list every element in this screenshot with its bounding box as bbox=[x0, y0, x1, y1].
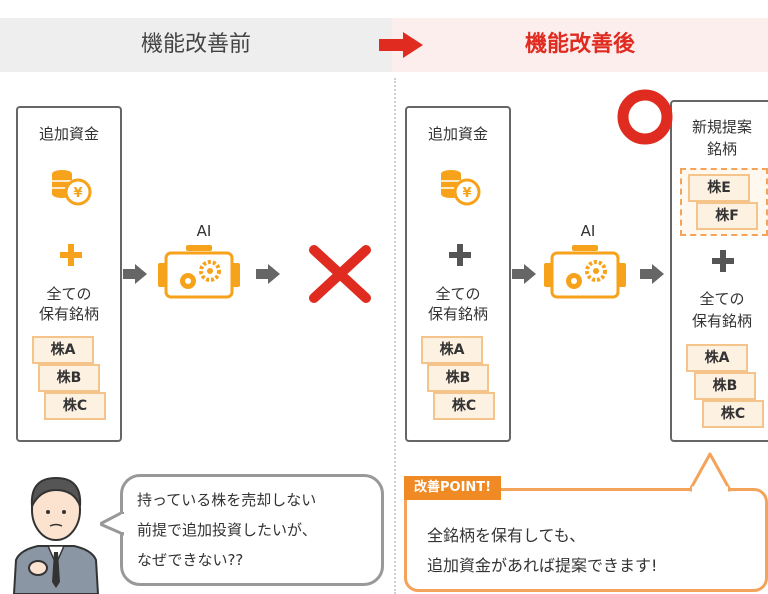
panel-title: 追加資金 bbox=[38, 125, 99, 143]
bubble-tail bbox=[100, 512, 124, 536]
businessman-icon bbox=[12, 476, 100, 594]
circle-ok-icon bbox=[617, 89, 673, 145]
stock-c: 株C bbox=[44, 392, 106, 420]
header-before-title: 機能改善前 bbox=[140, 32, 251, 57]
question-text: 持っている株を売却しない 前提で追加投資したいが、 なぜできない?? bbox=[137, 491, 317, 569]
ai-label: AI bbox=[196, 222, 212, 240]
stock-a: 株A bbox=[32, 336, 94, 364]
stock-b: 株B bbox=[694, 372, 756, 400]
stock-b: 株B bbox=[427, 364, 489, 392]
plus-icon bbox=[60, 244, 82, 266]
plus-icon bbox=[449, 244, 471, 266]
svg-text:¥: ¥ bbox=[73, 186, 82, 201]
stock-c: 株C bbox=[702, 400, 764, 428]
result-panel: 新規提案 銘柄 株E 株F 全ての 保有銘柄 株A 株B 株C bbox=[670, 100, 768, 442]
stock-a: 株A bbox=[421, 336, 483, 364]
stock-f: 株F bbox=[696, 202, 758, 230]
panel-after: 追加資金 ¥ 全ての 保有銘柄 株A 株B 株C bbox=[405, 106, 511, 442]
header-after: 機能改善後 bbox=[392, 18, 768, 72]
header-before: 機能改善前 bbox=[0, 18, 392, 72]
all-holdings-label: 全ての 保有銘柄 bbox=[38, 285, 99, 323]
stock-c: 株C bbox=[433, 392, 495, 420]
point-label: 改善POINT! bbox=[404, 476, 502, 500]
gray-arrow-icon bbox=[256, 264, 280, 284]
new-proposal-title: 新規提案 銘柄 bbox=[691, 118, 752, 158]
question-bubble: 持っている株を売却しない 前提で追加投資したいが、 なぜできない?? bbox=[120, 474, 384, 586]
plus-icon bbox=[712, 250, 734, 272]
ai-gear-icon bbox=[544, 245, 626, 299]
coins-icon: ¥ bbox=[52, 170, 92, 206]
ai-label: AI bbox=[580, 222, 596, 240]
stock-e: 株E bbox=[688, 174, 750, 202]
all-holdings-label: 全ての 保有銘柄 bbox=[427, 285, 488, 323]
ai-gear-icon bbox=[158, 245, 240, 299]
stock-a: 株A bbox=[686, 344, 748, 372]
panel-before: 追加資金 ¥ 全ての 保有銘柄 株A 株B 株C bbox=[16, 106, 122, 442]
gray-arrow-icon bbox=[512, 264, 536, 284]
all-holdings-label: 全ての 保有銘柄 bbox=[691, 290, 752, 330]
gray-arrow-icon bbox=[640, 264, 664, 284]
stock-b: 株B bbox=[38, 364, 100, 392]
gray-arrow-icon bbox=[123, 264, 147, 284]
svg-text:¥: ¥ bbox=[462, 186, 471, 201]
panel-title: 追加資金 bbox=[427, 125, 488, 143]
point-text: 全銘柄を保有しても、 追加資金があれば提案できます! bbox=[427, 526, 658, 575]
point-box: 全銘柄を保有しても、 追加資金があれば提案できます! bbox=[404, 488, 768, 592]
point-tail bbox=[690, 452, 732, 492]
header-after-title: 機能改善後 bbox=[524, 32, 635, 57]
coins-icon: ¥ bbox=[441, 170, 481, 206]
red-arrow-icon bbox=[379, 32, 423, 58]
section-divider bbox=[394, 78, 396, 594]
cross-icon bbox=[309, 245, 371, 303]
